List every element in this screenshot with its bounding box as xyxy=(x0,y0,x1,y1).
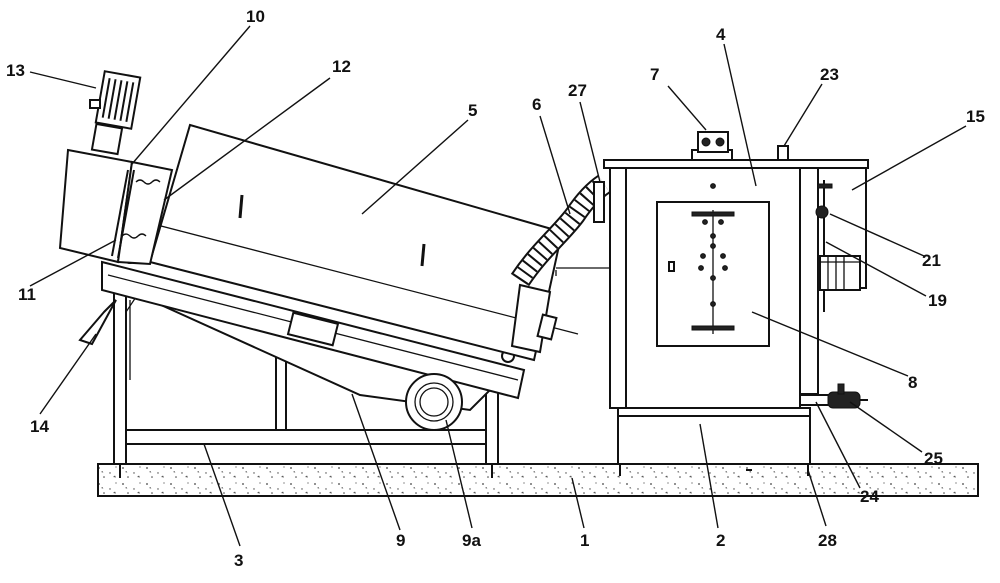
label-9a: 9a xyxy=(462,531,481,550)
tank-base xyxy=(617,407,811,465)
label-25: 25 xyxy=(924,449,943,468)
flocculation-tank xyxy=(603,145,869,409)
label-9: 9 xyxy=(396,531,405,550)
label-6: 6 xyxy=(532,95,541,114)
label-27: 27 xyxy=(568,81,587,100)
label-4: 4 xyxy=(716,25,726,44)
label-2: 2 xyxy=(716,531,725,550)
label-7: 7 xyxy=(650,65,659,84)
label-21: 21 xyxy=(922,251,941,270)
reducer-housing xyxy=(58,148,174,266)
label-19: 19 xyxy=(928,291,947,310)
label-24: 24 xyxy=(860,487,879,506)
leader-lines xyxy=(29,25,967,547)
stirring-motor xyxy=(691,131,733,161)
flexible-hose xyxy=(510,174,624,287)
drive-motor xyxy=(89,70,142,156)
label-3: 3 xyxy=(234,551,243,570)
label-8: 8 xyxy=(908,373,917,392)
concrete-foundation xyxy=(97,463,979,497)
label-12: 12 xyxy=(332,57,351,76)
label-23: 23 xyxy=(820,65,839,84)
label-1: 1 xyxy=(580,531,589,550)
feed-inlet xyxy=(78,299,117,346)
inclined-base-rail xyxy=(101,250,526,400)
label-15: 15 xyxy=(966,107,985,126)
label-10: 10 xyxy=(246,7,265,26)
outlet-end xyxy=(510,283,558,354)
label-28: 28 xyxy=(818,531,837,550)
label-5: 5 xyxy=(468,101,477,120)
discharge-wheel xyxy=(405,373,463,431)
label-11: 11 xyxy=(18,285,36,304)
label-14: 14 xyxy=(30,417,49,436)
part-labels: 13 10 12 5 6 27 7 4 23 15 21 19 8 25 24 … xyxy=(6,7,985,570)
label-13: 13 xyxy=(6,61,25,80)
